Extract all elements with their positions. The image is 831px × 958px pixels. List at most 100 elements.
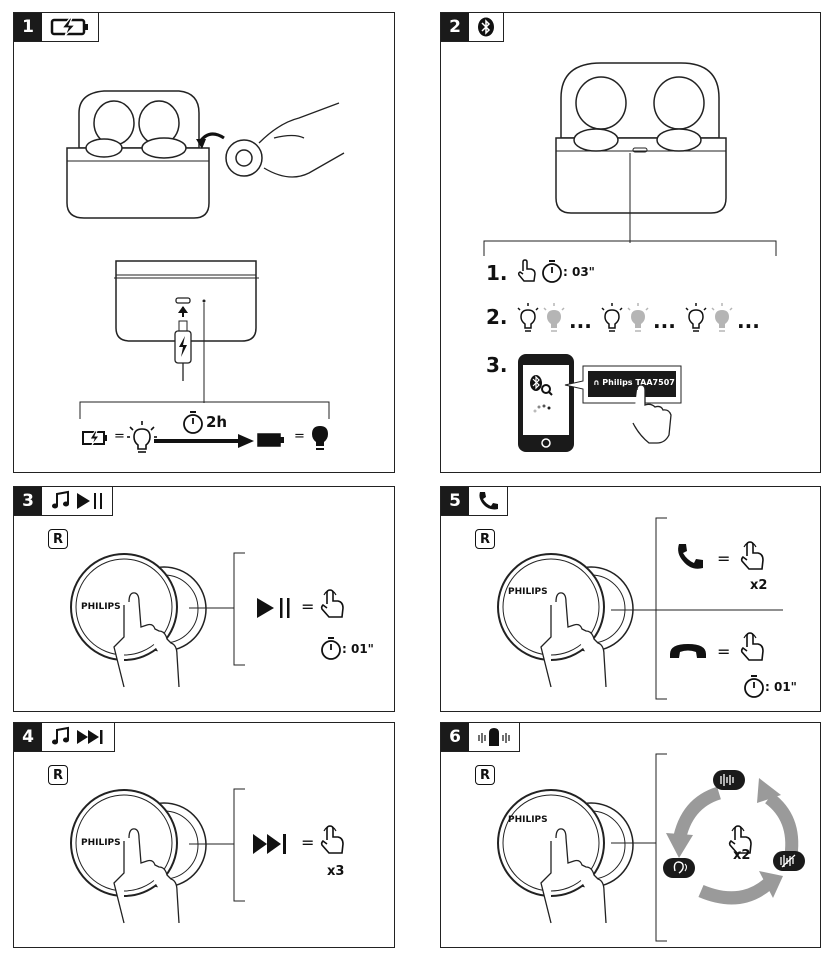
panel-header: 1 (14, 13, 99, 42)
tap-hand-icon (517, 259, 536, 282)
gray-bulb-icon (543, 303, 565, 332)
panel-number: 3 (14, 487, 42, 515)
lit-bulb-icon (601, 303, 623, 332)
panel-number: 5 (441, 487, 469, 515)
tap-hand-icon (740, 632, 764, 661)
panel-noise-control: 6 R PHILIPS (440, 722, 821, 948)
panel-number: 6 (441, 723, 469, 751)
connector-bracket (189, 788, 245, 902)
timer-icon (744, 675, 764, 698)
tap-hand-icon (728, 825, 752, 854)
bluetooth-icon (469, 13, 503, 41)
play-pause-icon (257, 598, 290, 618)
connector-bracket (189, 552, 245, 666)
step3-label: 3. (486, 353, 508, 377)
open-case-illustration (555, 62, 727, 214)
lit-bulb-icon (685, 303, 707, 332)
panel-header: 3 (14, 487, 113, 516)
next-track-icon (253, 834, 286, 854)
brand-logo: PHILIPS (81, 602, 121, 612)
anc-on-icon (713, 770, 745, 790)
panel-next-track: 4 R PHILIPS = x3 (13, 722, 395, 948)
headphone-icon: ∩ (593, 378, 603, 387)
right-indicator: R (475, 529, 495, 549)
bracket (79, 401, 330, 419)
blink-sequence (517, 303, 733, 332)
reject-call-icon (670, 644, 706, 658)
lit-bulb-icon (127, 421, 157, 453)
equals-sign: = (301, 597, 315, 616)
music-note-icon (52, 726, 69, 745)
right-indicator: R (48, 529, 68, 549)
panel-number: 2 (441, 13, 469, 41)
awareness-mode-icon (663, 858, 695, 878)
tap-hand-icon (320, 589, 344, 618)
equals-sign: = (294, 429, 305, 444)
tap-hand-icon (320, 825, 344, 854)
panel-header: 2 (441, 13, 504, 42)
panel-header: 6 (441, 723, 520, 752)
bracket (483, 238, 777, 256)
battery-charging-icon (82, 430, 107, 446)
charging-case-illustration (66, 90, 345, 219)
tap-hand-icon (740, 541, 764, 570)
gray-bulb-icon (627, 303, 649, 332)
case-usb-illustration (114, 260, 259, 403)
equals-sign: = (717, 549, 731, 568)
smartphone-illustration (518, 354, 574, 452)
panel-header: 5 (441, 487, 508, 516)
lit-bulb-icon (517, 303, 539, 332)
charging-icon (42, 13, 98, 41)
mode-cycle-diagram (663, 770, 805, 905)
brand-logo: PHILIPS (81, 838, 121, 848)
anc-off-icon (773, 851, 805, 871)
step1-label: 1. (486, 261, 508, 285)
split-bracket (611, 517, 783, 700)
connector-line (629, 153, 631, 243)
panel-number: 4 (14, 723, 42, 751)
ellipsis: ... (737, 309, 760, 333)
tapping-hand (632, 384, 672, 444)
next-track-icon (77, 730, 103, 744)
phone-icon (469, 487, 507, 515)
device-list-item[interactable]: ∩ Philips TAA7507 (593, 378, 675, 387)
equals-sign: = (114, 429, 125, 444)
earbud-touch-illustration (70, 553, 207, 688)
arrow-right-icon (154, 434, 254, 448)
hold-duration: : 01" (765, 680, 797, 694)
timer-icon (321, 637, 341, 660)
panel-header: 4 (14, 723, 115, 752)
timer-icon (183, 411, 203, 434)
right-indicator: R (475, 765, 495, 785)
brand-logo: PHILIPS (508, 815, 548, 825)
earbud-touch-illustration (497, 789, 634, 924)
hold-duration: : 01" (342, 642, 374, 656)
ellipsis: ... (653, 309, 676, 333)
press-duration: : 03" (563, 265, 595, 279)
tap-count: x2 (750, 578, 768, 593)
right-indicator: R (48, 765, 68, 785)
panel-number: 1 (14, 13, 42, 41)
step2-label: 2. (486, 305, 508, 329)
music-note-icon (52, 490, 69, 509)
equals-sign: = (717, 642, 731, 661)
device-name: Philips TAA7507 (602, 378, 675, 387)
brand-logo: PHILIPS (508, 587, 548, 597)
panel-pairing: 2 1. : 03" 2. (440, 12, 821, 473)
timer-icon (542, 260, 562, 283)
tap-count: x2 (733, 848, 751, 863)
search-callout (564, 365, 682, 404)
off-bulb-icon (312, 426, 328, 450)
connector-bracket (611, 753, 667, 942)
earbud-touch-illustration (70, 789, 207, 924)
panel-calls: 5 R PHILIPS = x2 = : 01" (440, 486, 821, 712)
ellipsis: ... (569, 309, 592, 333)
answer-call-icon (678, 544, 703, 569)
earbud-touch-illustration (497, 553, 634, 688)
play-pause-icon (77, 493, 102, 509)
microphone-icon (469, 723, 519, 751)
charge-duration: 2h (206, 413, 228, 431)
panel-play-pause: 3 R PHILIPS = : (13, 486, 395, 712)
panel-charging: 1 (13, 12, 395, 473)
equals-sign: = (301, 833, 315, 852)
